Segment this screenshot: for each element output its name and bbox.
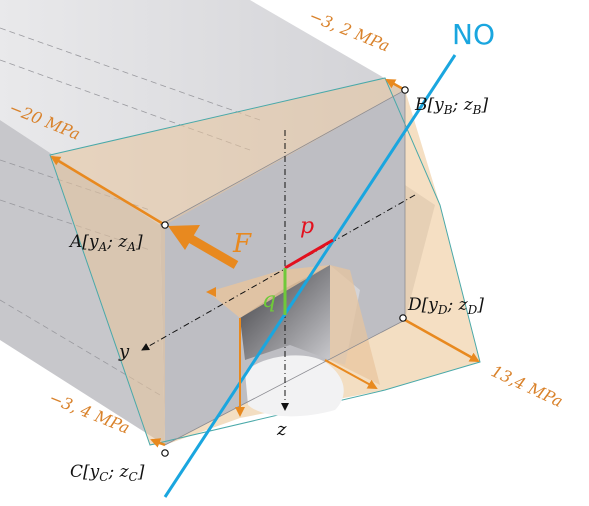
force-arrow — [168, 225, 239, 269]
stress-D-label: 13,4 MPa — [488, 361, 566, 411]
cutaway-orange-face — [208, 265, 330, 318]
point-B-label: B[yB; zB] — [414, 95, 489, 117]
stress-plane-outline — [49, 77, 481, 446]
corner-points — [161, 86, 409, 457]
point-D-label: D[yD; zD] — [407, 295, 484, 317]
point-A-label: A[yA; zA] — [68, 232, 143, 254]
cutaway-orange-right — [330, 265, 380, 385]
section-cutaway — [208, 265, 380, 417]
p-label: p — [300, 214, 314, 239]
arrow-D-stress — [404, 318, 480, 363]
y-axis-label: y — [118, 341, 130, 362]
stress-fill-right — [405, 90, 480, 362]
point-C-marker — [161, 449, 169, 457]
force-label: F — [232, 229, 252, 259]
q-label: q — [262, 288, 276, 313]
arrow-mid-2 — [324, 359, 378, 389]
stress-fill-lower — [50, 155, 165, 445]
point-C-label: C[yC; zC] — [70, 462, 145, 484]
neutral-axis-line — [163, 54, 457, 498]
beam-front-face — [160, 90, 405, 445]
force-arrow-shaft — [183, 232, 239, 269]
cutaway-blob — [245, 355, 344, 417]
arrow-C-stress — [150, 438, 166, 448]
stress-arrows — [50, 78, 480, 448]
point-D-marker — [399, 314, 407, 322]
z-axis-label: z — [276, 419, 287, 440]
arrow-A-stress — [50, 155, 166, 227]
stress-fill-left — [50, 78, 405, 225]
point-B-marker — [401, 86, 409, 94]
y-axis-line — [141, 194, 416, 351]
force-arrow-head — [168, 225, 200, 250]
p-segment — [284, 238, 334, 270]
point-A-marker — [161, 221, 169, 229]
neutral-axis-label: NO — [452, 18, 495, 51]
